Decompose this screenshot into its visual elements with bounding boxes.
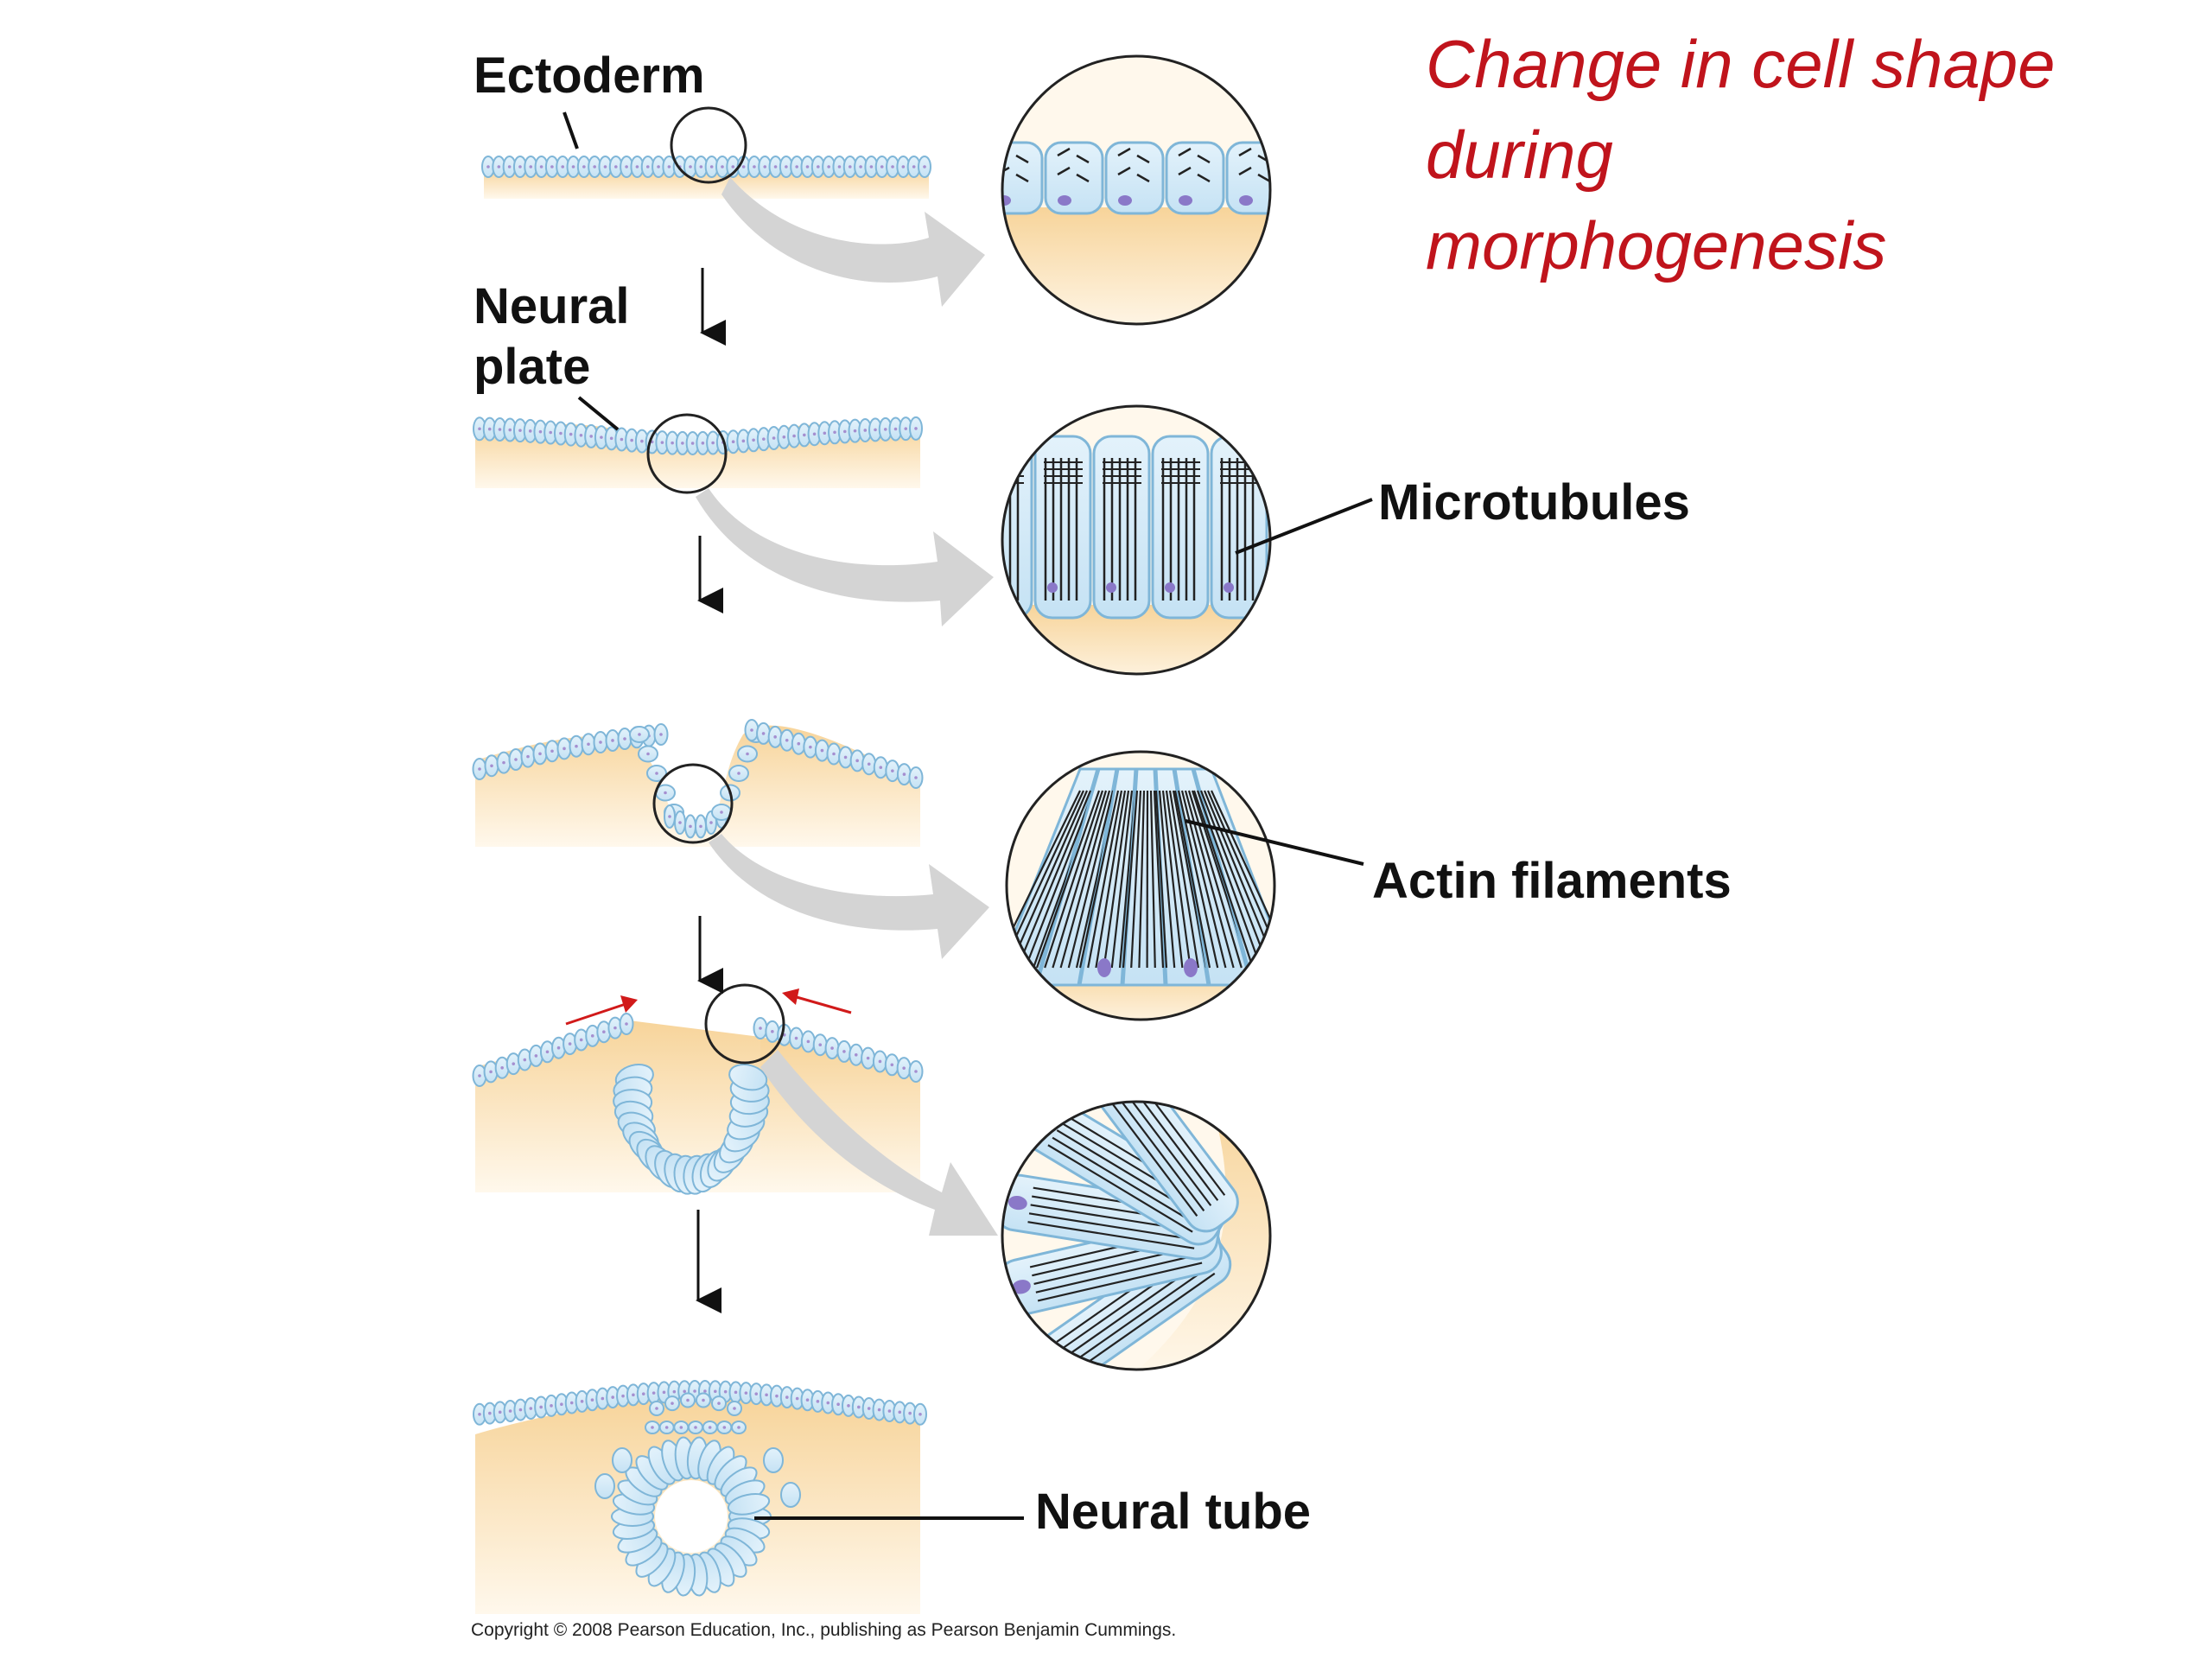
zoom-arrow-2 (696, 488, 994, 626)
zoom-arrow-3 (709, 834, 989, 959)
magnify-circle-3 (652, 763, 734, 844)
zoom-columnar-cell (1092, 435, 1151, 620)
neural-tube-cell (727, 1493, 771, 1516)
zoom-cuboidal-cell (1002, 141, 1044, 215)
leader-neural-plate (577, 396, 620, 431)
slide-title: Change in cell shape during morphogenesi… (1426, 19, 2186, 291)
leader-lines (563, 111, 1373, 1520)
red-arrow-left (565, 1001, 632, 1026)
magnify-circle-1 (670, 106, 747, 184)
zoom-columnar-cell (1151, 435, 1210, 620)
zoom-cuboidal-cell (1287, 143, 1344, 213)
stage-2-neural-plate (473, 413, 994, 626)
neural-crest-cell (763, 1447, 784, 1473)
stage-3-neural-groove (472, 719, 989, 959)
progression-arrows (696, 268, 726, 1313)
red-arrow-right (790, 994, 852, 1014)
neural-plate-label-line1: Neural (474, 278, 630, 334)
neural-crest-cell (612, 1447, 632, 1473)
actin-filaments-label: Actin filaments (1372, 853, 1732, 909)
leader-microtubules (1235, 498, 1373, 555)
stage-4-neural-folds (472, 983, 998, 1236)
neural-tube-label: Neural tube (1035, 1484, 1312, 1540)
ectoderm-label: Ectoderm (474, 48, 705, 104)
zoom-columnar-cell (1210, 435, 1268, 620)
zoom-arrow-1 (721, 177, 985, 307)
zoom-circle-microtubules (1001, 404, 1272, 676)
neural-plate-label-line2: plate (474, 339, 591, 395)
title-line-1: Change in cell shape (1426, 26, 2056, 102)
stage-5-neural-tube (473, 1380, 927, 1614)
title-line-3: morphogenesis (1426, 207, 1887, 283)
microtubules-label: Microtubules (1378, 474, 1690, 531)
title-line-2: during (1426, 117, 1613, 193)
neural-crest-cell (780, 1482, 801, 1508)
zoom-arrow-4 (760, 1050, 998, 1236)
zoom-cuboidal-cell (1044, 141, 1104, 215)
stage-1-ectoderm (481, 106, 985, 307)
magnify-circle-4 (704, 983, 785, 1065)
zoom-cuboidal-cell (1225, 141, 1270, 215)
zoom-columnar-cell (1033, 435, 1092, 620)
magnify-circle-2 (646, 413, 728, 494)
zoom-circle-ectoderm (1001, 54, 1344, 326)
zoom-cuboidal-cell (1165, 141, 1225, 215)
zoom-circle-actin (1005, 750, 1276, 1021)
neural-crest-cell (594, 1473, 615, 1499)
leader-ectoderm (563, 111, 579, 149)
zoom-circle-folds (1001, 1100, 1272, 1371)
leader-actin (1185, 819, 1364, 866)
zoom-cuboidal-cell (1104, 141, 1165, 215)
fold-cell (728, 1064, 768, 1091)
copyright-notice: Copyright © 2008 Pearson Education, Inc.… (471, 1620, 1177, 1640)
